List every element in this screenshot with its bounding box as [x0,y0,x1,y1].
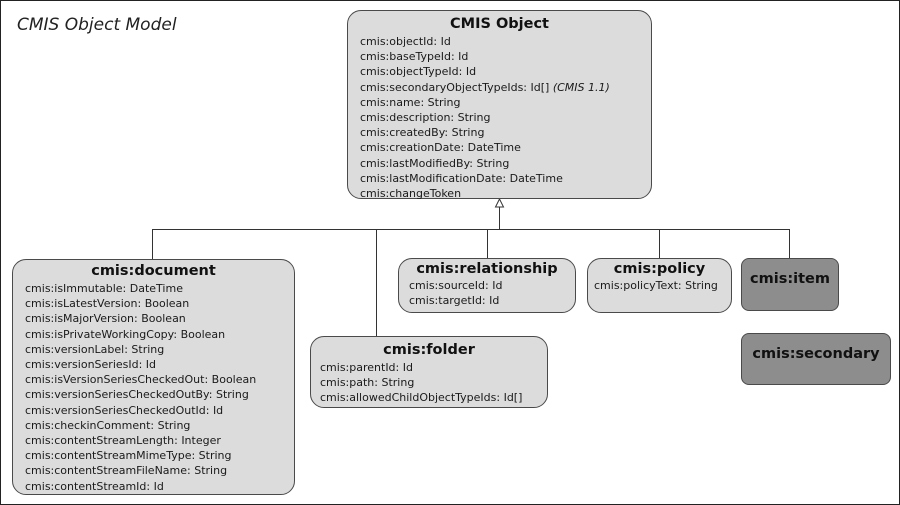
cmis-relationship-box: cmis:relationship cmis:sourceId: Id cmis… [398,258,576,313]
cmis-document-box: cmis:document cmis:isImmutable: DateTime… [12,259,295,495]
box-title: cmis:document [91,263,216,279]
property: cmis:name: String [360,95,461,109]
property: cmis:contentStreamFileName: String [25,464,228,478]
box-title: cmis:folder [383,342,475,358]
box-title: cmis:item [750,271,830,287]
property: cmis:versionSeriesCheckedOutBy: String [25,388,249,402]
property: cmis:contentStreamId: Id [25,479,164,493]
cmis-folder-box: cmis:folder cmis:parentId: Id cmis:path:… [310,336,548,408]
version-note: (CMIS 1.1) [552,80,610,94]
property: cmis:objectTypeId: Id [360,65,477,79]
box-title: cmis:secondary [752,346,880,362]
property: cmis:createdBy: String [360,126,485,140]
property: cmis:contentStreamMimeType: String [25,449,232,463]
property: cmis:versionSeriesId: Id [25,358,157,372]
property: cmis:targetId: Id [409,294,500,308]
property-list: cmis:objectId: Id cmis:baseTypeId: Id cm… [360,34,651,201]
property-list: cmis:isImmutable: DateTime cmis:isLatest… [25,281,294,494]
property-list: cmis:sourceId: Id cmis:targetId: Id [409,278,575,308]
property-list: cmis:policyText: String [594,278,731,293]
property: cmis:lastModifiedBy: String [360,156,510,170]
cmis-item-box: cmis:item [741,258,839,311]
cmis-object-box: CMIS Object cmis:objectId: Id cmis:baseT… [347,10,652,201]
box-title: cmis:relationship [416,261,558,277]
property: cmis:allowedChildObjectTypeIds: Id[] [320,391,523,405]
cmis-policy-box: cmis:policy cmis:policyText: String [587,258,732,313]
property: cmis:isVersionSeriesCheckedOut: Boolean [25,373,257,387]
property: cmis:isPrivateWorkingCopy: Boolean [25,327,226,341]
property: cmis:sourceId: Id [409,279,503,292]
diagram-title: CMIS Object Model [17,15,177,35]
property: cmis:contentStreamLength: Integer [25,434,221,448]
property: cmis:versionSeriesCheckedOutId: Id [25,403,224,417]
property: cmis:creationDate: DateTime [360,141,521,155]
property: cmis:checkinComment: String [25,418,191,432]
property: cmis:versionLabel: String [25,342,165,356]
property: cmis:path: String [320,376,415,390]
inheritance-arrowhead [494,197,505,208]
box-title: CMIS Object [450,16,549,32]
property: cmis:secondaryObjectTypeIds: Id[] (CMIS … [360,80,610,94]
box-title: cmis:policy [613,261,706,277]
property-list: cmis:parentId: Id cmis:path: String cmis… [320,360,547,406]
cmis-secondary-box: cmis:secondary [741,333,891,385]
property: cmis:isMajorVersion: Boolean [25,312,186,326]
property: cmis:baseTypeId: Id [360,50,469,64]
property: cmis:parentId: Id [320,361,413,374]
property: cmis:policyText: String [594,279,718,292]
property: cmis:changeToken [360,187,462,201]
property: cmis:lastModificationDate: DateTime [360,171,563,185]
property: cmis:description: String [360,111,491,125]
property: cmis:isImmutable: DateTime [25,282,183,295]
property: cmis:isLatestVersion: Boolean [25,297,190,311]
property: cmis:objectId: Id [360,35,451,48]
